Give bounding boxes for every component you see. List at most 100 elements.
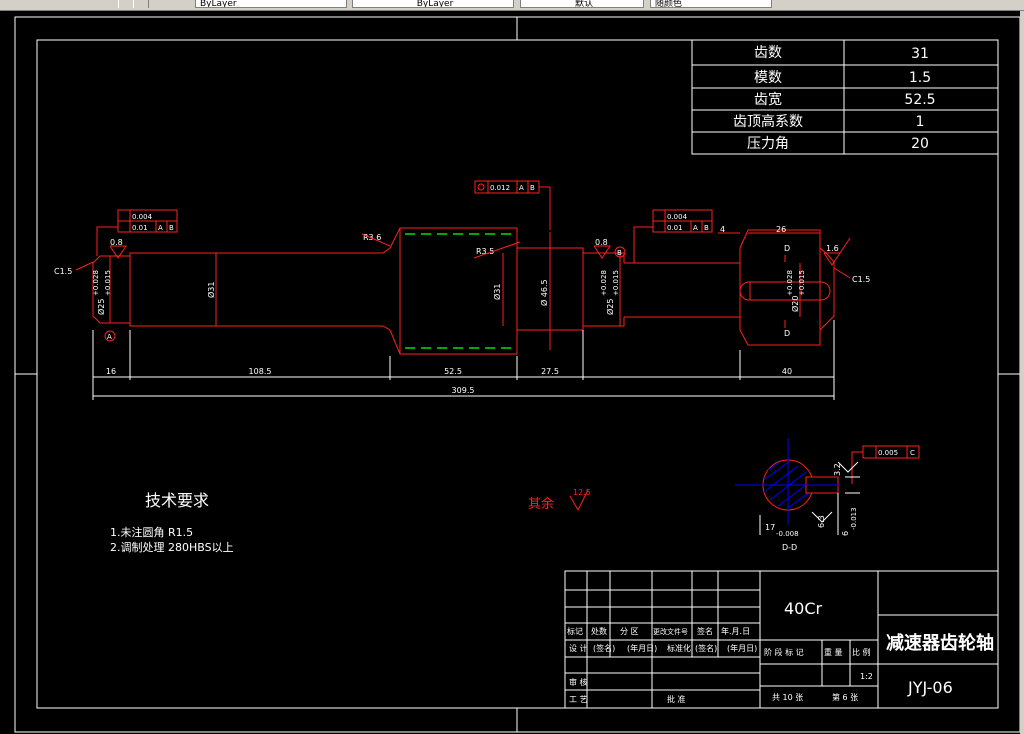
- dim-309: 309.5: [452, 386, 475, 395]
- gdt-left-value1: 0.004: [132, 213, 153, 221]
- dim-dia20: Ø20: [790, 296, 800, 312]
- diameter-dimensions: [109, 232, 801, 350]
- dim-16: 16: [106, 367, 116, 376]
- dim-tol-upper: +0.028: [92, 270, 100, 296]
- dd-dim-17: 17: [765, 523, 775, 532]
- gear-param-value: 31: [911, 46, 929, 62]
- tb-sig2: (签名): [695, 643, 717, 653]
- dim-108: 108.5: [249, 367, 272, 376]
- rough-right: 0.8: [595, 238, 608, 247]
- gear-param-name: 齿顶高系数: [733, 113, 803, 130]
- rest-roughness-symbol: [569, 489, 589, 512]
- dim-r35: R3.5: [476, 247, 494, 256]
- rest-roughness-label: 其余: [528, 496, 554, 512]
- section-hatch: [763, 460, 811, 509]
- linetype-control-dropdown[interactable]: ByLayer: [352, 0, 514, 8]
- tb-sheets: 共 10 张: [772, 693, 803, 702]
- dim-27: 27.5: [541, 367, 559, 376]
- gear-param-value: 1: [916, 114, 925, 130]
- tb-scale: 1:2: [860, 672, 873, 681]
- shaft-outline: [92, 227, 835, 355]
- gdt-conc-value: 0.012: [490, 184, 510, 192]
- plotstyle-control-dropdown[interactable]: 随颜色: [650, 0, 772, 8]
- gdt-right-value2: 0.01: [667, 224, 683, 232]
- dim-r36: R3.6: [363, 233, 381, 242]
- gear-param-name: 压力角: [747, 136, 789, 152]
- gdt-conc-ref-b: B: [530, 184, 535, 192]
- gear-param-name: 模数: [754, 70, 782, 86]
- dim-tol-lower: +0.015: [104, 270, 112, 296]
- gear-param-value: 1.5: [909, 70, 931, 86]
- dim-chamfer-right: C1.5: [852, 275, 870, 284]
- gdt-conc-ref-a: A: [519, 184, 524, 192]
- vertical-scrollbar[interactable]: [1020, 11, 1024, 734]
- tb-scale-h: 比 例: [852, 647, 871, 657]
- tb-approve: 批 准: [667, 694, 686, 704]
- center-marks: [15, 17, 1020, 732]
- rest-roughness-value: 12.5: [573, 488, 591, 497]
- length-dimensions: [92, 320, 835, 400]
- dim-40: 40: [782, 367, 792, 376]
- pitch-lines: [405, 233, 512, 349]
- tb-material: 40Cr: [784, 599, 823, 618]
- section-mark-top: D: [784, 244, 790, 253]
- leader-lines: [75, 232, 851, 328]
- tb-h-count: 处数: [591, 626, 607, 636]
- properties-toolbar: ByLayer ByLayer 默认 随颜色: [0, 0, 1024, 11]
- gdt-left-ref-a: A: [158, 224, 163, 232]
- dim-dia25-right: Ø25: [605, 299, 615, 315]
- gear-param-value: 52.5: [904, 92, 935, 108]
- dim-dia31-left: Ø31: [206, 282, 216, 298]
- title-block: [564, 570, 999, 709]
- tb-h-sign: 签名: [697, 626, 713, 636]
- dd-rough-63: 6.3: [817, 515, 826, 528]
- tb-drawing-code: JYJ-06: [907, 678, 953, 697]
- rough-left: 0.8: [110, 238, 123, 247]
- tb-weight: 重 量: [824, 647, 843, 657]
- lineweight-control-dropdown[interactable]: 默认: [520, 0, 644, 8]
- dd-dim-6: 6: [841, 531, 850, 536]
- gdt-right-ref-a: A: [693, 224, 698, 232]
- section-dd-label: D-D: [782, 543, 797, 552]
- tb-h-zone: 分 区: [620, 627, 639, 636]
- tech-req-line2: 2.调制处理 280HBS以上: [110, 541, 234, 554]
- dim-tol-upper: +0.028: [600, 270, 608, 296]
- tb-check: 审 核: [569, 677, 588, 687]
- tech-req-line1: 1.未注圆角 R1.5: [110, 525, 193, 539]
- dim-dia25-left: Ø25: [96, 299, 106, 315]
- layer-previous-icon[interactable]: [133, 0, 149, 8]
- tb-h-doc: 更改文件号: [653, 627, 688, 636]
- gear-param-name: 齿宽: [754, 91, 782, 108]
- gdt-right-ref-b: B: [704, 224, 709, 232]
- rough-end: 1.6: [826, 244, 839, 253]
- dd-tol-6: -0.013: [850, 507, 858, 530]
- tb-ymd2: (年月日): [727, 643, 757, 653]
- gdt-frames: [96, 180, 920, 484]
- dim-dia31-right: Ø31: [492, 284, 502, 300]
- dd-tol-17: -0.008: [776, 530, 799, 538]
- tb-std: 标准化: [667, 643, 691, 653]
- dim-26: 26: [776, 225, 786, 234]
- gdt-right-value1: 0.004: [667, 213, 688, 221]
- gdt-sym-value: 0.005: [878, 449, 898, 457]
- tb-process: 工 艺: [569, 695, 588, 704]
- section-mark-bottom: D: [784, 329, 790, 338]
- datum-b-label: B: [617, 249, 622, 257]
- drawing-canvas[interactable]: 齿数 31 模数 1.5 齿宽 52.5 齿顶高系数 1 压力角 20: [0, 11, 1020, 734]
- dim-tol-lower: +0.015: [798, 270, 806, 296]
- dim-4: 4: [720, 225, 725, 234]
- tb-design: 设 计: [569, 643, 588, 653]
- dim-chamfer-left: C1.5: [54, 267, 72, 276]
- color-control-dropdown[interactable]: ByLayer: [195, 0, 347, 8]
- datum-a-label: A: [107, 333, 112, 341]
- tb-part-name: 减速器齿轮轴: [886, 632, 994, 654]
- tb-stage: 阶 段 标 记: [764, 647, 804, 657]
- dim-52: 52.5: [444, 367, 462, 376]
- dim-dia46: Ø 46.5: [539, 279, 549, 306]
- tb-sig: (签名): [593, 643, 615, 653]
- tech-req-title: 技术要求: [145, 491, 209, 510]
- gear-parameter-table: 齿数 31 模数 1.5 齿宽 52.5 齿顶高系数 1 压力角 20: [691, 39, 999, 155]
- layer-state-icon[interactable]: [118, 0, 134, 8]
- gdt-sym-ref: C: [910, 449, 915, 457]
- tb-h-date: 年.月.日: [721, 626, 750, 636]
